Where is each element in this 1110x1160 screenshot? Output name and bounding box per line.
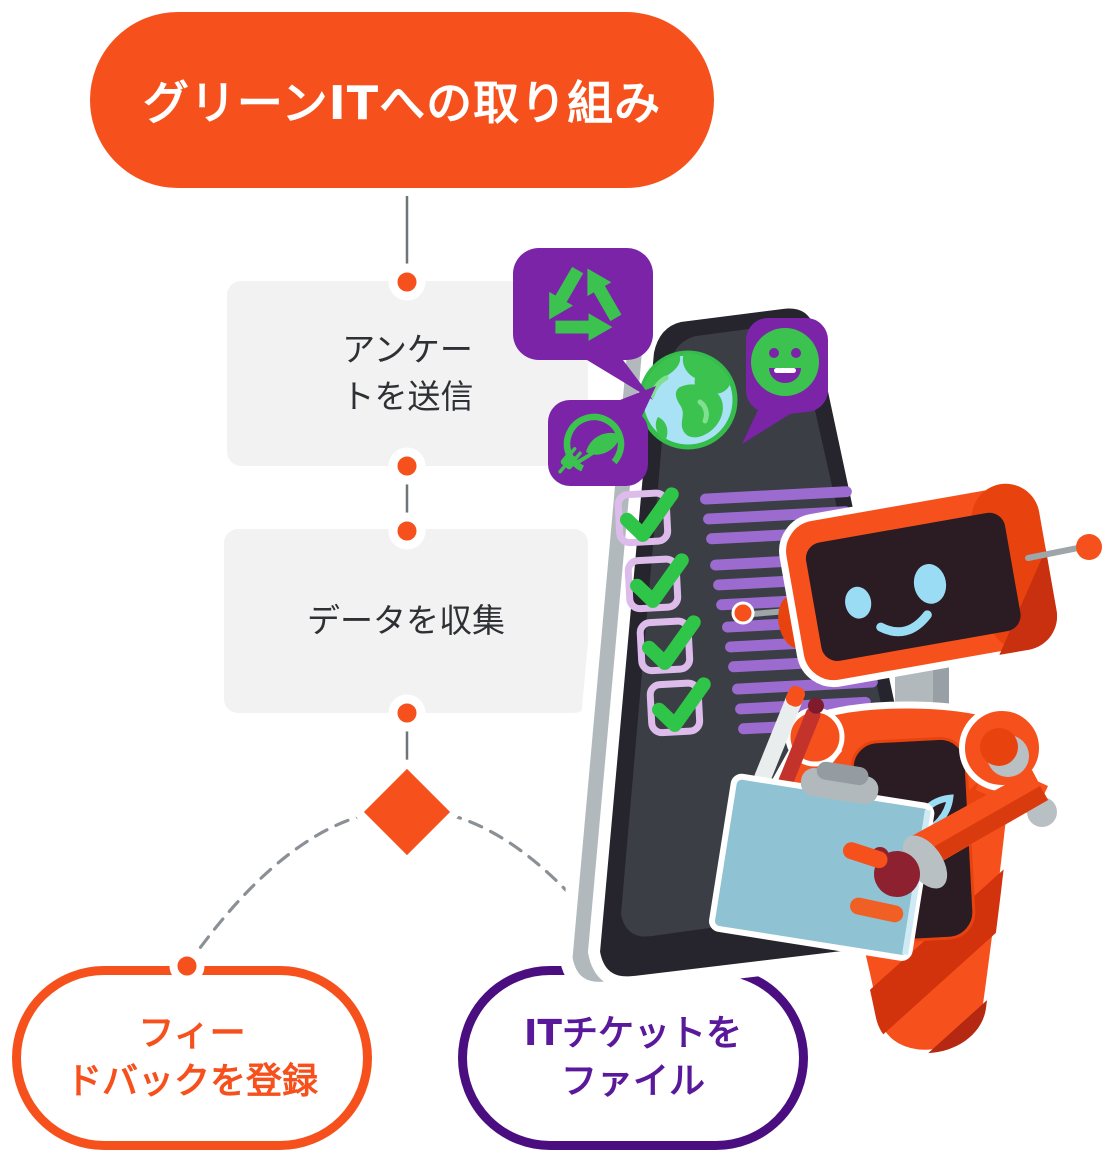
robot-shoulder (959, 705, 1045, 791)
checklist-item-2 (624, 552, 863, 613)
page-title: グリーンITへの取り組み (142, 76, 662, 130)
checkbox-check-icon (630, 553, 689, 608)
robot-shoulder (785, 707, 845, 767)
robot-eye (913, 564, 947, 604)
branch-file-it-ticket: ITチケットを ファイル (458, 966, 808, 1150)
checkbox-check-icon (642, 615, 701, 670)
earth-icon (638, 350, 738, 450)
smiley-icon (751, 328, 819, 396)
title-node: グリーンITへの取り組み (78, 0, 726, 200)
checkbox-check-icon (652, 677, 711, 732)
sprout-icon (874, 794, 954, 886)
robot-neck (895, 650, 949, 716)
branch-register-feedback-line2: ドバックを登録 (65, 1061, 318, 1102)
step-send-survey: アンケー トを送信 (227, 281, 588, 466)
phone-checklist (559, 296, 952, 995)
step-collect-data: データを収集 (224, 529, 588, 713)
robot-chest-panel (850, 736, 976, 943)
robot-finger (850, 897, 904, 923)
robot-finger (842, 842, 888, 869)
phone-body (587, 296, 952, 989)
robot-torso (800, 705, 1018, 1053)
step-collect-data-line1: データを収集 (307, 600, 505, 640)
branch-register-feedback-line1: フィー (138, 1013, 246, 1055)
robot-smile (876, 610, 932, 637)
dashed-branch-arc (185, 807, 630, 968)
step-send-survey-line1: アンケー (342, 329, 473, 369)
antenna-icon (1025, 545, 1081, 561)
phone-screen (621, 325, 920, 937)
checklist-item-4 (646, 676, 878, 737)
branch-register-feedback: フィー ドバックを登録 (12, 966, 372, 1150)
clipboard-clip (800, 768, 879, 805)
step-send-survey-line2: トを送信 (341, 376, 474, 416)
checkbox-check-icon (620, 487, 679, 542)
checklist (614, 486, 878, 737)
robot-head (778, 480, 1061, 688)
robot-eye (845, 586, 872, 619)
checklist-item-1 (614, 486, 852, 547)
smiley-bubble (742, 318, 828, 444)
robot-elbow (1027, 797, 1057, 827)
phone-side-slab (559, 302, 924, 995)
pen-icon (754, 686, 824, 792)
checklist-item-3 (636, 614, 872, 675)
robot-hand (874, 851, 920, 897)
decision-diamond (354, 759, 460, 865)
branch-file-it-ticket-line2: ファイル (560, 1061, 705, 1102)
antenna-icon (749, 607, 803, 617)
clipboard-icon (709, 761, 935, 961)
robot-cuff (902, 835, 948, 889)
branch-file-it-ticket-line1: ITチケットを (524, 1013, 742, 1055)
